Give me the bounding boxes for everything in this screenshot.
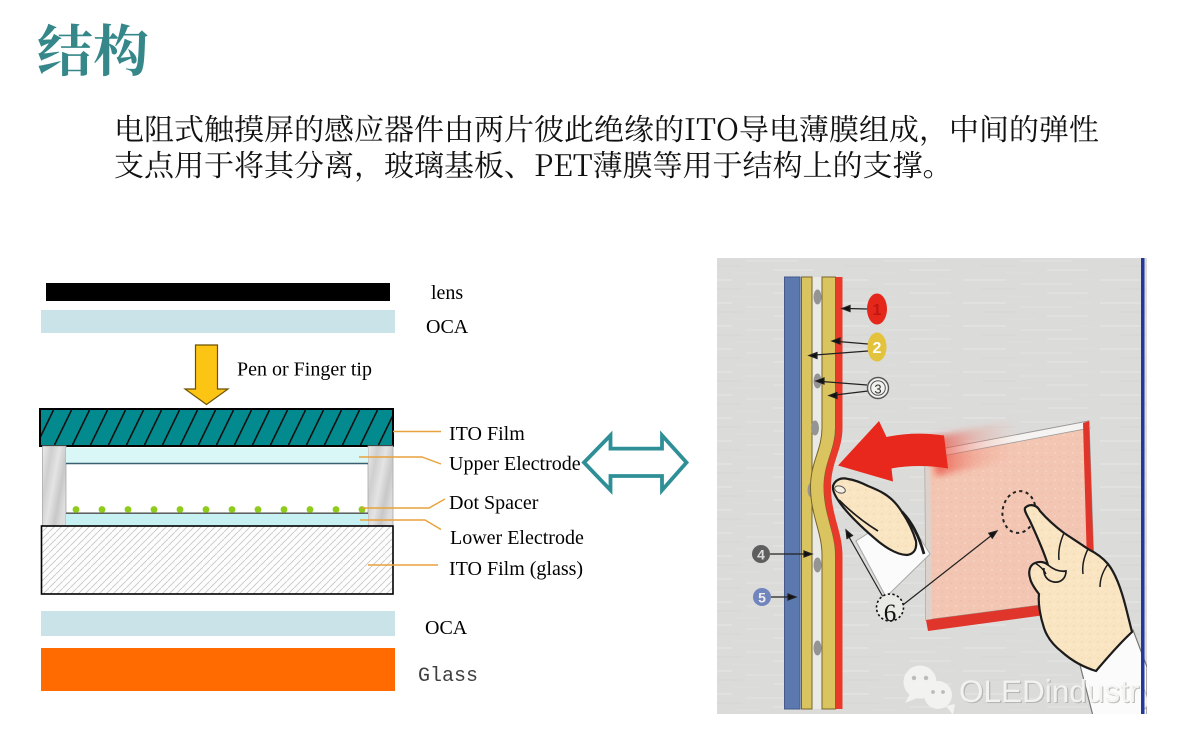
svg-text:3: 3 [874, 382, 881, 397]
svg-text:Dot Spacer: Dot Spacer [449, 492, 539, 514]
svg-text:2: 2 [873, 340, 882, 357]
svg-text:ITO Film: ITO Film [449, 423, 525, 445]
svg-text:6: 6 [884, 600, 897, 627]
svg-text:OLEDindustry: OLEDindustry [960, 674, 1156, 710]
svg-text:OLEDindustry: OLEDindustry [959, 673, 1155, 709]
svg-text:4: 4 [757, 547, 765, 563]
svg-text:Pen or Finger tip: Pen or Finger tip [237, 359, 372, 381]
svg-text:5: 5 [758, 590, 766, 606]
svg-text:Glass: Glass [418, 665, 478, 688]
svg-text:OCA: OCA [426, 316, 469, 338]
svg-text:OCA: OCA [425, 617, 468, 639]
svg-text:lens: lens [431, 282, 463, 304]
svg-text:Upper Electrode: Upper Electrode [449, 453, 581, 475]
svg-text:ITO Film (glass): ITO Film (glass) [449, 558, 583, 580]
svg-text:1: 1 [873, 302, 882, 319]
svg-text:Lower Electrode: Lower Electrode [450, 527, 584, 549]
